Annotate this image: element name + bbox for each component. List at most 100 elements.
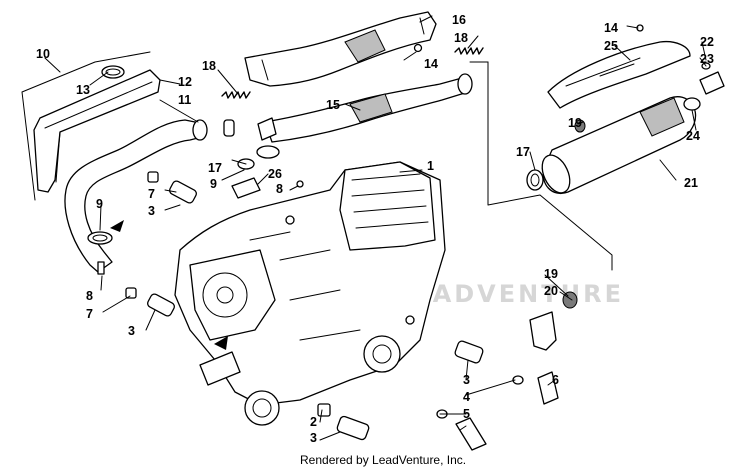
callout-14-upper: 14 bbox=[424, 57, 438, 71]
callout-8-mid: 8 bbox=[276, 182, 283, 196]
callout-4: 4 bbox=[463, 390, 470, 404]
callout-22: 22 bbox=[700, 35, 714, 49]
render-caption: Rendered by LeadVenture, Inc. bbox=[300, 453, 466, 467]
callout-20: 20 bbox=[544, 284, 558, 298]
bolt-5 bbox=[455, 417, 487, 451]
heat-shield-25-detail bbox=[565, 57, 641, 87]
callout-13: 13 bbox=[76, 83, 90, 97]
mount-bracket-20 bbox=[529, 311, 557, 351]
bolt-6 bbox=[537, 371, 559, 405]
callout-18-upper: 18 bbox=[454, 31, 468, 45]
spark-arrestor-23 bbox=[699, 71, 725, 95]
heat-shield-12 bbox=[33, 69, 161, 193]
bolt-7-left bbox=[125, 287, 137, 299]
engine-detail-lines bbox=[249, 231, 361, 341]
callout-6: 6 bbox=[552, 373, 559, 387]
gasket-9-left-inner bbox=[92, 234, 108, 242]
callout-8-left: 8 bbox=[86, 289, 93, 303]
bolt-8-left bbox=[97, 261, 105, 275]
callout-23: 23 bbox=[700, 52, 714, 66]
cylinder-head bbox=[339, 161, 436, 251]
heat-shield-12-crease bbox=[44, 81, 153, 183]
callout-15: 15 bbox=[326, 98, 340, 112]
muffler-21-shade bbox=[639, 97, 685, 137]
heat-shield-16-edge bbox=[261, 17, 425, 81]
callout-11: 11 bbox=[178, 93, 191, 107]
group-bracket-10 bbox=[21, 51, 151, 201]
gasket-24 bbox=[683, 97, 701, 111]
callout-3-lower: 3 bbox=[310, 431, 317, 445]
leader-lines bbox=[44, 15, 707, 441]
callout-12: 12 bbox=[178, 75, 192, 89]
callout-24: 24 bbox=[686, 129, 700, 143]
callout-18-left: 18 bbox=[202, 59, 216, 73]
callout-10: 10 bbox=[36, 47, 50, 61]
callout-21: 21 bbox=[684, 176, 698, 190]
callout-19-upper: 19 bbox=[568, 116, 582, 130]
callout-3-right: 3 bbox=[463, 373, 470, 387]
arrow-marker-left bbox=[110, 220, 124, 232]
engine-1 bbox=[174, 161, 446, 426]
callouts: 1 2 3 3 3 3 4 5 6 7 7 8 8 9 9 10 11 12 1… bbox=[36, 13, 714, 445]
leader-line-set bbox=[44, 15, 707, 441]
callout-3-left: 3 bbox=[128, 324, 135, 338]
spacer-2 bbox=[317, 403, 331, 417]
callout-17-mid: 17 bbox=[208, 161, 222, 175]
muffler-bracket-outline bbox=[487, 61, 613, 271]
engine-bolt-b bbox=[405, 315, 415, 325]
label-26 bbox=[231, 177, 261, 199]
callout-9-mid: 9 bbox=[210, 177, 217, 191]
stator-cover-hub bbox=[372, 344, 392, 364]
callout-7-left: 7 bbox=[86, 307, 93, 321]
mid-pipe-15-end bbox=[457, 73, 473, 95]
heat-shield-25 bbox=[547, 40, 691, 109]
mid-pipe-15-shade bbox=[349, 93, 393, 123]
sleeve bbox=[223, 119, 235, 137]
output-shaft bbox=[199, 351, 241, 386]
arrow-marker-engine bbox=[214, 336, 228, 350]
cylinder-fins bbox=[351, 173, 429, 229]
bracket-14 bbox=[257, 117, 277, 141]
clutch-cover-ring bbox=[202, 272, 248, 318]
mount-bushing-3-mid bbox=[146, 293, 176, 317]
mount-bushing-3-upper bbox=[168, 180, 198, 204]
muffler-inlet bbox=[541, 154, 571, 194]
upper-pipe-group bbox=[221, 11, 484, 199]
heat-shield-16-shade bbox=[344, 29, 386, 63]
mount-bushing-3-right bbox=[454, 340, 484, 364]
grommet-19-lower bbox=[562, 291, 578, 309]
spring-18-left bbox=[221, 91, 251, 99]
bolt-8-mid bbox=[296, 180, 304, 188]
callout-9-left: 9 bbox=[96, 197, 103, 211]
bolt-7-upper bbox=[147, 171, 159, 183]
mount-hardware-group bbox=[125, 171, 559, 451]
o-ring-17-right bbox=[526, 169, 544, 191]
nut-14-upper bbox=[413, 43, 423, 53]
gasket-9-left bbox=[87, 231, 113, 245]
callout-1: 1 bbox=[427, 159, 434, 173]
engine-bolt-a bbox=[285, 215, 295, 225]
callout-2: 2 bbox=[310, 415, 317, 429]
spring-18-upper bbox=[454, 47, 484, 55]
stator-cover bbox=[363, 335, 401, 373]
callout-17-right: 17 bbox=[516, 145, 530, 159]
callout-3-upper: 3 bbox=[148, 204, 155, 218]
grommet-19-upper bbox=[574, 119, 586, 133]
clamp-13-inner bbox=[105, 68, 121, 76]
clamp-13 bbox=[101, 65, 125, 79]
mount-bushing-3-lower bbox=[336, 415, 370, 441]
callout-19-lower: 19 bbox=[544, 267, 558, 281]
headpipe-flange bbox=[192, 119, 208, 141]
callout-16: 16 bbox=[452, 13, 466, 27]
muffler-group bbox=[487, 24, 725, 351]
oil-filter-cap bbox=[252, 398, 272, 418]
callout-5: 5 bbox=[463, 407, 470, 421]
callout-26: 26 bbox=[268, 167, 282, 181]
callout-14-right: 14 bbox=[604, 21, 618, 35]
heat-shield-16 bbox=[244, 11, 437, 87]
headpipe-11 bbox=[64, 119, 199, 273]
headpipe-assembly-group bbox=[21, 51, 208, 275]
callout-7-upper: 7 bbox=[148, 187, 155, 201]
